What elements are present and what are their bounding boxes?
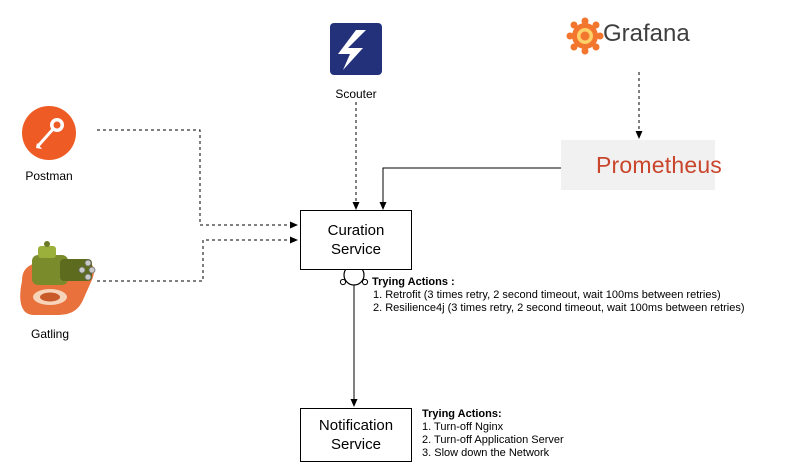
edge-prometheus-curation bbox=[379, 167, 561, 210]
curation-action-item: 1. Retrofit (3 times retry, 2 second tim… bbox=[373, 289, 721, 301]
grafana-wordmark: Grafana bbox=[603, 20, 690, 47]
notification-service-line1: Notification bbox=[318, 417, 394, 434]
prometheus-badge bbox=[561, 140, 715, 190]
curation-service-box: Curation Service bbox=[300, 210, 412, 270]
prometheus-wordmark: Prometheus bbox=[596, 152, 723, 178]
scouter-logo-icon bbox=[330, 23, 382, 75]
curation-actions-heading: Trying Actions : bbox=[372, 276, 455, 288]
edge-postman-curation bbox=[97, 129, 298, 229]
edge-gatling-curation bbox=[97, 236, 298, 282]
postman-label: Postman bbox=[25, 169, 73, 183]
notification-actions-note: Trying Actions: 1. Turn-off Nginx 2. Tur… bbox=[422, 408, 564, 460]
notification-actions-heading: Trying Actions: bbox=[422, 408, 502, 420]
curation-action-item: 2. Resilience4j (3 times retry, 2 second… bbox=[373, 302, 745, 314]
gatling-label: Gatling bbox=[30, 327, 70, 341]
postman-logo-icon bbox=[22, 106, 76, 160]
notification-service-line2: Service bbox=[330, 436, 381, 453]
grafana-logo-icon bbox=[566, 17, 604, 55]
curation-actions-note: Trying Actions : 1. Retrofit (3 times re… bbox=[372, 276, 745, 315]
curation-service-line2: Service bbox=[330, 241, 381, 258]
notification-action-item: 2. Turn-off Application Server bbox=[422, 434, 564, 446]
scouter-label: Scouter bbox=[335, 87, 377, 101]
notification-action-item: 1. Turn-off Nginx bbox=[422, 421, 504, 433]
notification-service-box: Notification Service bbox=[300, 408, 412, 462]
curation-service-line1: Curation bbox=[327, 222, 385, 239]
gatling-logo-icon bbox=[20, 241, 96, 315]
notification-action-item: 3. Slow down the Network bbox=[422, 447, 550, 459]
